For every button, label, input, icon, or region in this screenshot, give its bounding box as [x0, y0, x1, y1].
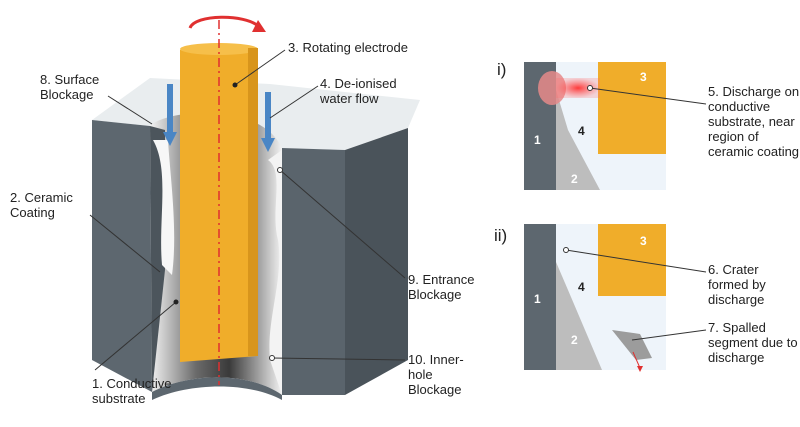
panel-i-number-4: 4	[578, 124, 585, 138]
panel-ii-number-3: 3	[640, 234, 647, 248]
label-ceramic-coating: 2. Ceramic Coating	[10, 190, 73, 220]
panel-ii-number-2: 2	[571, 333, 578, 347]
hole-floor	[152, 377, 282, 400]
discharge-beam-icon	[556, 78, 600, 98]
inset-panel-ii	[524, 224, 707, 372]
label-conductive-substrate: 1. Conductive substrate	[92, 376, 172, 406]
panel-ii-number-4: 4	[578, 280, 585, 294]
label-rotating-electrode: 3. Rotating electrode	[288, 40, 408, 55]
left-substrate-side	[150, 126, 165, 392]
label-surface-blockage: 8. Surface Blockage	[40, 72, 100, 102]
panel-ii-number-1: 1	[534, 292, 541, 306]
panel-tag-ii: ii)	[494, 226, 508, 245]
label-entrance-blockage: 9. Entrance Blockage	[408, 272, 475, 302]
water-flow-arrow-left-icon	[163, 84, 177, 146]
panel-i-number-2: 2	[571, 172, 578, 186]
marker-dot	[173, 299, 179, 305]
coating-left	[153, 140, 175, 275]
panel-tag-i: i)	[497, 60, 507, 79]
water-flow-arrow-right-icon	[261, 92, 275, 152]
left-substrate-front	[92, 120, 152, 392]
label-spalled-segment: 7. Spalled segment due to discharge	[708, 320, 798, 365]
label-inner-hole-blockage: 10. Inner- hole Blockage	[408, 352, 464, 397]
marker-dot	[277, 167, 283, 173]
marker-dot	[232, 82, 238, 88]
marker-dot	[269, 355, 275, 361]
label-crater: 6. Crater formed by discharge	[708, 262, 766, 307]
leader-lines-main	[89, 49, 406, 371]
coating-blockage	[268, 150, 282, 395]
label-discharge: 5. Discharge on conductive substrate, ne…	[708, 84, 800, 159]
inset-panel-i	[524, 62, 707, 190]
spalled-segment-icon	[612, 330, 652, 360]
crater-icon	[556, 232, 564, 262]
rotation-arrow-icon	[188, 15, 266, 32]
label-water-flow: 4. De-ionised water flow	[320, 76, 397, 106]
panel-i-number-1: 1	[534, 133, 541, 147]
right-substrate-side	[345, 128, 408, 395]
panel-i-number-3: 3	[640, 70, 647, 84]
right-substrate-front	[282, 148, 345, 395]
